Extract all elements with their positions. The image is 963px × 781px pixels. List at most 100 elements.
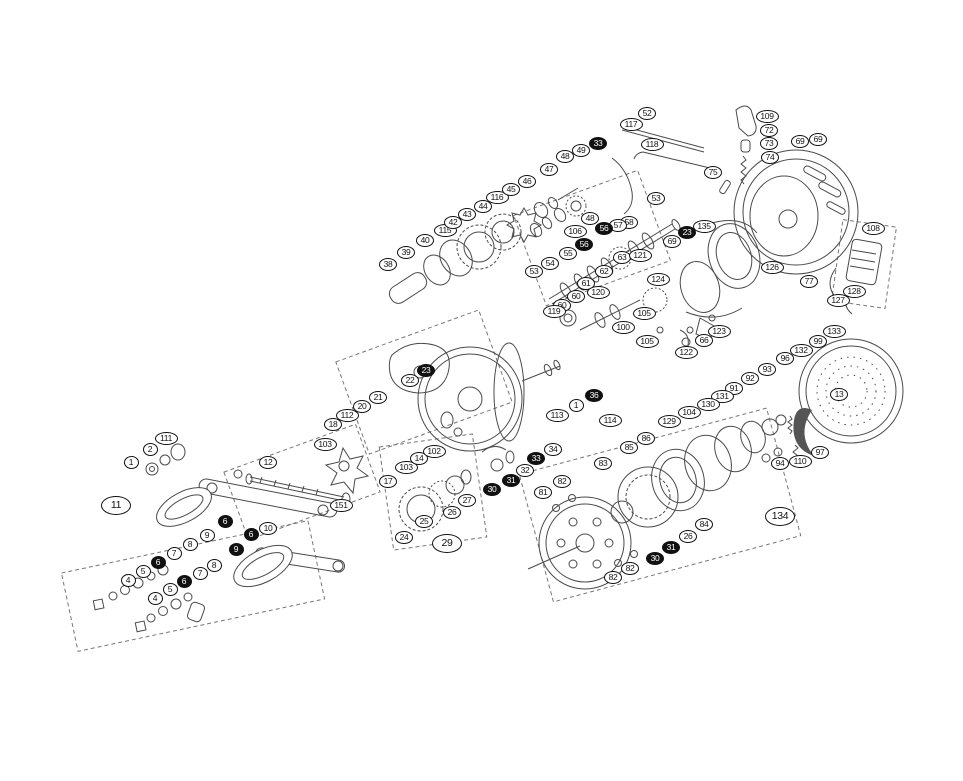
callout-83: 83 [594,456,612,470]
callout-21: 21 [369,390,387,404]
callout-26: 26 [679,529,697,543]
callout-63: 63 [613,250,631,264]
drive-assembly [527,414,793,590]
callout-8: 8 [182,537,198,551]
callout-96: 96 [776,351,794,365]
callout-38: 38 [379,257,397,271]
callout-27: 27 [458,493,476,507]
callout-1: 1 [568,398,584,412]
callout-105: 105 [635,334,659,348]
callout-33: 33 [527,451,545,465]
callout-46: 46 [518,174,536,188]
pawl-spring-screws [719,105,757,195]
callout-134: 134 [765,506,795,526]
callout-4: 4 [147,591,163,605]
callout-94: 94 [771,456,789,470]
callout-49: 49 [572,143,590,157]
callout-13: 13 [830,387,848,401]
callout-29: 29 [432,533,462,553]
worm-gear-cluster [388,187,579,304]
callout-52: 52 [638,106,656,120]
callout-92: 92 [741,371,759,385]
callout-120: 120 [586,285,610,299]
callout-56: 56 [575,237,593,251]
callout-4: 4 [120,573,136,587]
callout-151: 151 [329,498,353,512]
callout-55: 55 [559,246,577,260]
callout-12: 12 [259,455,277,469]
callout-75: 75 [704,165,722,179]
callout-26: 26 [443,505,461,519]
callout-24: 24 [395,530,413,544]
callout-114: 114 [598,413,622,427]
callout-129: 129 [657,414,681,428]
callout-108: 108 [861,221,885,235]
callout-69: 69 [663,234,681,248]
callout-103: 103 [313,437,337,451]
callout-84: 84 [695,517,713,531]
callout-6: 6 [243,527,259,541]
callout-103: 103 [394,460,418,474]
callout-100: 100 [611,320,635,334]
callout-6: 6 [217,514,233,528]
callout-61: 61 [577,276,595,290]
callout-69: 69 [809,132,827,146]
callout-73: 73 [760,136,778,150]
callout-5: 5 [135,564,151,578]
callout-97: 97 [811,445,829,459]
clicker-parts [559,287,715,357]
callout-53: 53 [647,191,665,205]
callout-66: 66 [695,333,713,347]
callout-126: 126 [760,260,784,274]
callout-85: 85 [620,440,638,454]
yoke-star [324,446,370,495]
callout-99: 99 [809,334,827,348]
callout-118: 118 [640,137,664,151]
spool [417,342,561,452]
callout-2: 2 [142,442,158,456]
callout-45: 45 [502,182,520,196]
callout-104: 104 [677,405,701,419]
callout-8: 8 [206,558,222,572]
callout-111: 111 [154,431,178,445]
callout-6: 6 [150,555,166,569]
callout-33: 33 [589,136,607,150]
callout-117: 117 [619,117,643,131]
callout-132: 132 [789,343,813,357]
callout-72: 72 [760,123,778,137]
callout-31: 31 [662,540,680,554]
callout-34: 34 [544,442,562,456]
callout-93: 93 [758,362,776,376]
callout-127: 127 [826,293,850,307]
callout-130: 130 [696,397,720,411]
callout-7: 7 [192,566,208,580]
callout-23: 23 [678,225,696,239]
side-plate-right [733,149,859,275]
callout-123: 123 [707,324,731,338]
callout-9: 9 [199,528,215,542]
callout-23: 23 [417,363,435,377]
callout-133: 133 [822,324,846,338]
callout-40: 40 [416,233,434,247]
callout-43: 43 [458,207,476,221]
callout-69: 69 [791,134,809,148]
callout-5: 5 [162,582,178,596]
dotted-cover-plate [761,338,904,464]
callout-81: 81 [534,485,552,499]
callout-119: 119 [542,304,566,318]
callout-48: 48 [556,149,574,163]
callout-106: 106 [563,224,587,238]
callout-25: 25 [415,514,433,528]
callout-17: 17 [379,474,397,488]
callout-48: 48 [581,211,599,225]
callout-62: 62 [595,264,613,278]
callout-112: 112 [335,408,359,422]
callout-116: 116 [485,190,509,204]
callout-56: 56 [595,221,613,235]
callout-53: 53 [525,264,543,278]
callout-113: 113 [545,408,569,422]
callout-60: 60 [567,289,585,303]
callout-102: 102 [422,444,446,458]
